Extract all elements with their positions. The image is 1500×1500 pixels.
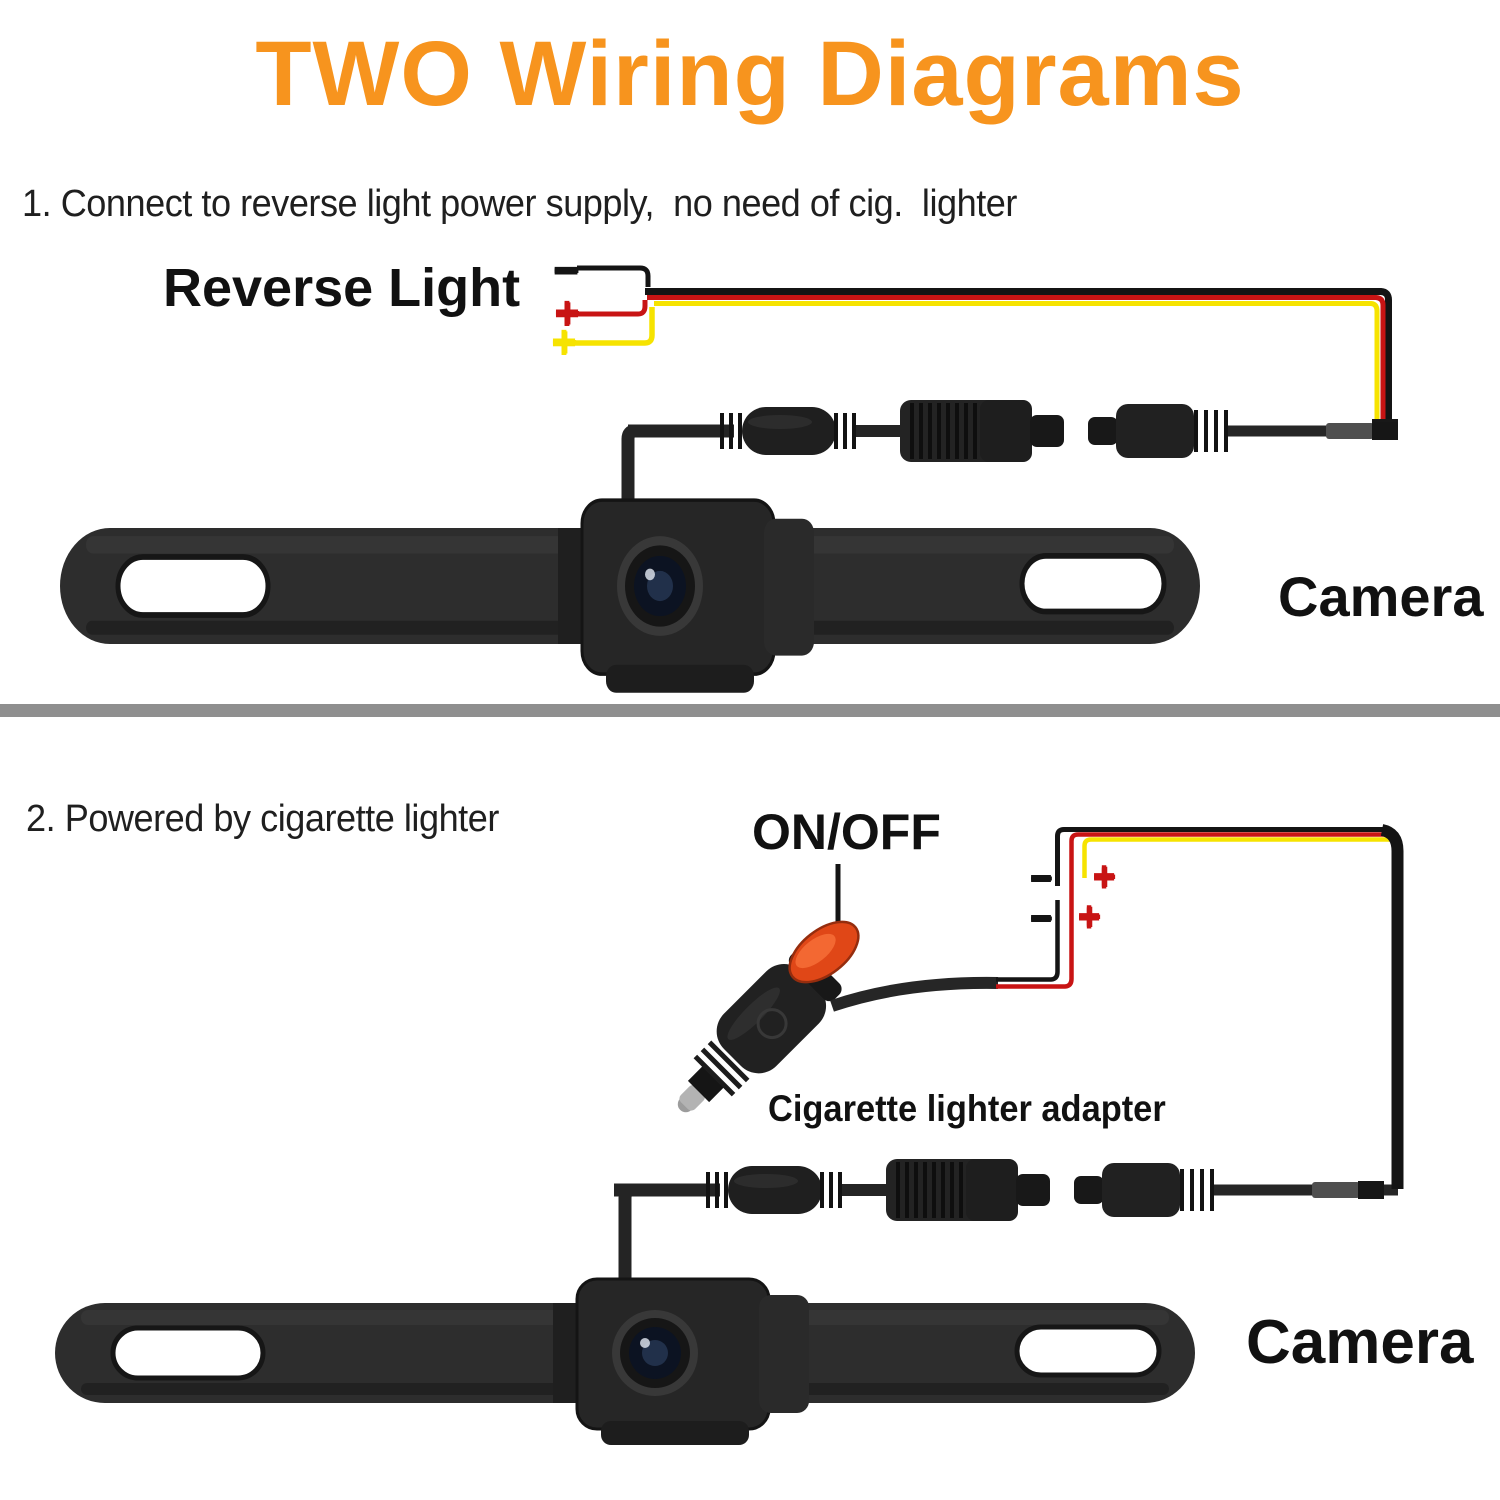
red-power-wire xyxy=(996,832,1388,989)
splice-negative-mark-top: – xyxy=(1029,854,1053,898)
step2-label: 2. Powered by cigarette lighter xyxy=(26,798,499,840)
negative-pigtail-wire xyxy=(577,265,651,287)
splice-positive-mark-top: + xyxy=(1092,855,1116,899)
page-title: TWO Wiring Diagrams xyxy=(255,23,1245,125)
adapter-emblem xyxy=(756,1008,788,1040)
section1-wiring xyxy=(60,265,1398,693)
positive-pigtail-wire xyxy=(574,300,648,317)
power-button xyxy=(788,920,860,984)
yellow-harness-wire xyxy=(654,301,1380,422)
black-harness-wire xyxy=(645,288,1392,424)
splice-negative-mark-bottom: – xyxy=(1029,894,1053,938)
adapter-rings xyxy=(693,1038,752,1097)
reverse-light-label: Reverse Light xyxy=(163,258,521,318)
adapter-cable xyxy=(830,976,999,1012)
splice-positive-mark-bottom: + xyxy=(1077,895,1101,939)
positive-terminal-mark: + xyxy=(554,289,580,338)
camera-label-section2: Camera xyxy=(1246,1308,1474,1377)
negative-terminal-mark: – xyxy=(553,241,579,293)
trigger-terminal-mark: + xyxy=(551,318,577,367)
section-divider xyxy=(0,704,1500,717)
camera-label-section1: Camera xyxy=(1278,565,1484,628)
video-trigger-pigtail-wire xyxy=(572,307,655,346)
camera-black-wire xyxy=(1055,827,1386,886)
section2-wiring xyxy=(55,824,1404,1446)
yellow-trigger-wire xyxy=(1082,837,1390,878)
trunk-cable xyxy=(1380,824,1404,1189)
adapter-black-wire xyxy=(996,900,1060,982)
adapter-grip xyxy=(716,963,827,1074)
step1-label: 1. Connect to reverse light power supply… xyxy=(22,183,1017,225)
cigarette-lighter-adapter xyxy=(677,948,842,1113)
cigarette-lighter-adapter-label: Cigarette lighter adapter xyxy=(768,1088,1166,1129)
red-harness-wire xyxy=(647,295,1386,423)
onoff-label: ON/OFF xyxy=(752,804,941,860)
